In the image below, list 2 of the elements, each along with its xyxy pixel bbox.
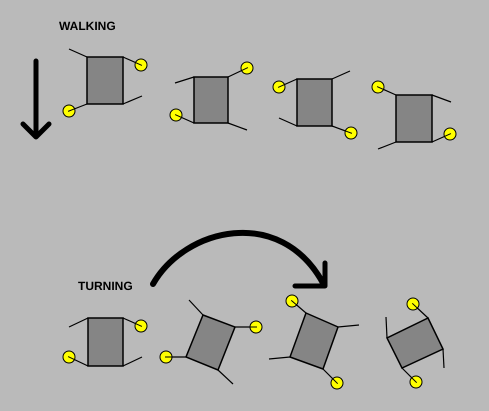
section-heading: TURNING <box>78 280 133 292</box>
section-heading: WALKING <box>59 20 116 32</box>
